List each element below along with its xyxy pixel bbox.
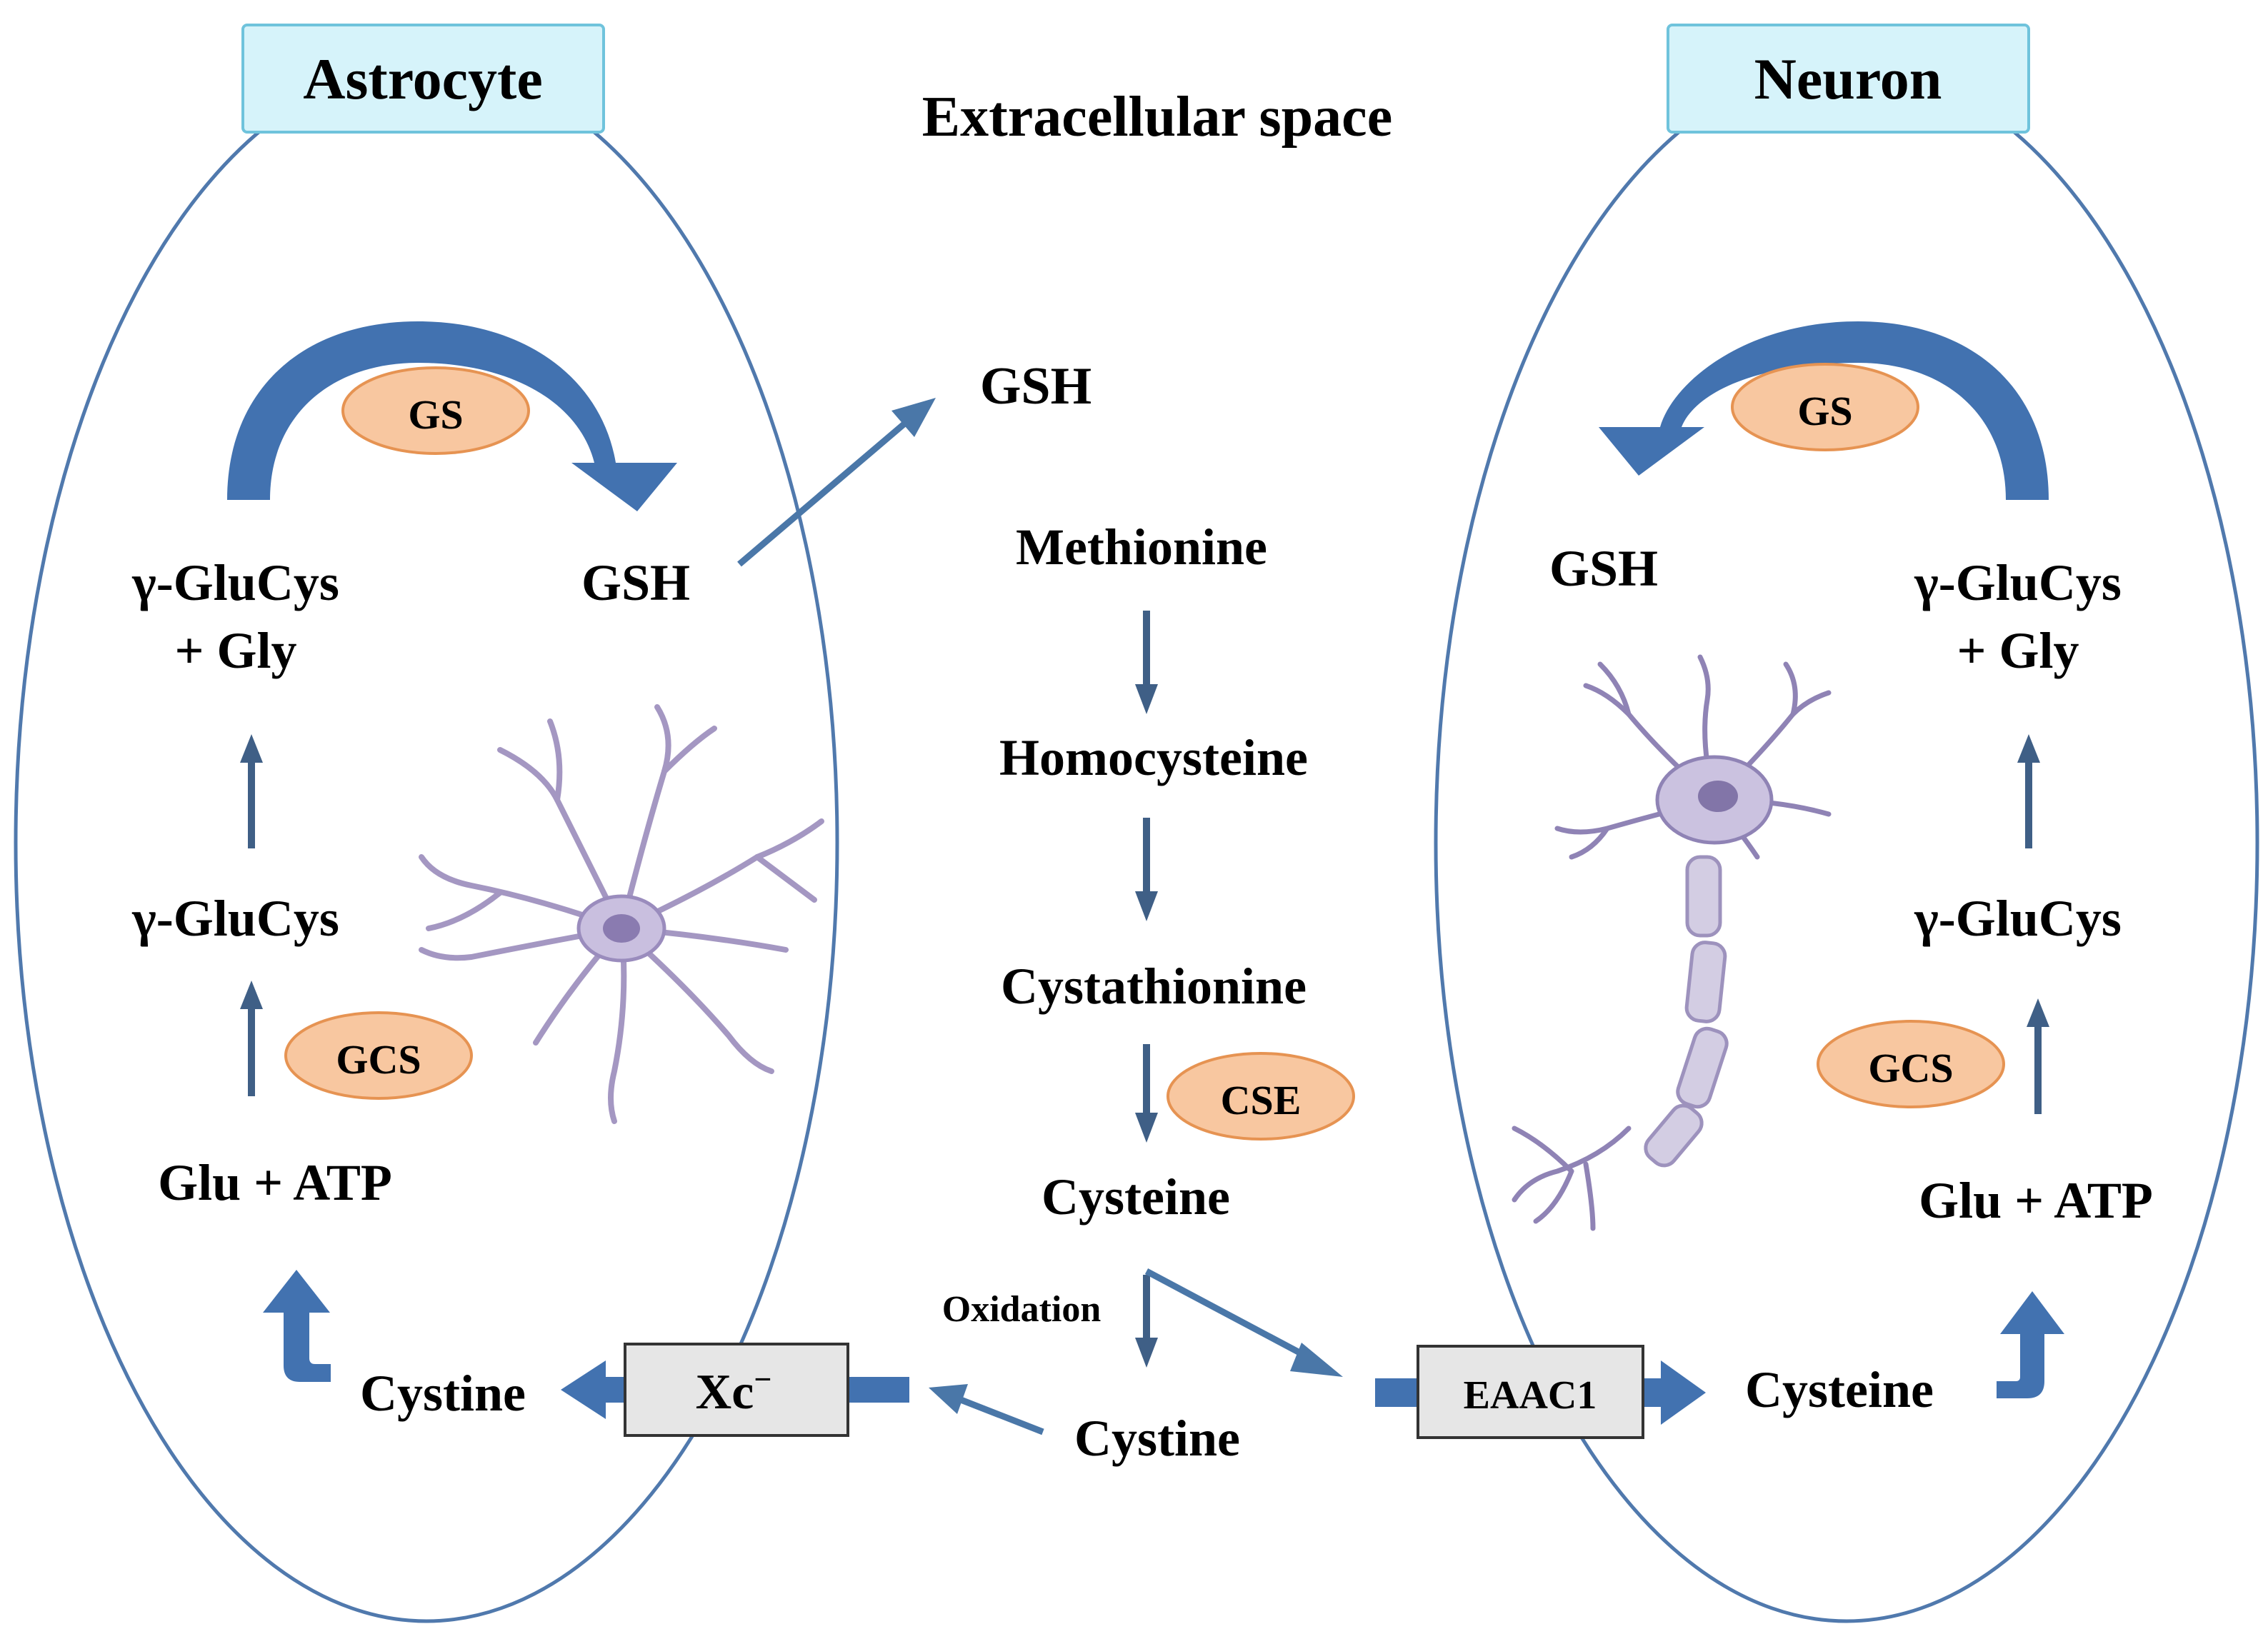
- neuron-gcs-label: GCS: [1868, 1045, 1953, 1091]
- astrocyte-gs-label: GS: [408, 391, 463, 438]
- arrowhead-gsh-export: [891, 398, 936, 437]
- astrocyte-glu-atp: Glu + ATP: [158, 1154, 392, 1211]
- astrocyte-cystine: Cystine: [360, 1365, 526, 1422]
- neuron-nucleus: [1698, 781, 1738, 812]
- extracellular-cystine: Cystine: [1074, 1410, 1240, 1467]
- astrocyte-gcs-label: GCS: [336, 1036, 421, 1083]
- astrocyte-illustration: [419, 704, 824, 1124]
- pathway-methionine: Methionine: [1016, 518, 1267, 576]
- neuron-glucys-gly-line2: + Gly: [1957, 622, 2079, 679]
- astrocyte-arrowhead-1: [240, 734, 263, 763]
- oxidation-label: Oxidation: [942, 1289, 1101, 1330]
- arrow-cystine-to-xc: [959, 1396, 1044, 1435]
- xc-transporter: Xc−: [561, 1343, 909, 1437]
- astrocyte-nucleus: [603, 914, 640, 943]
- astrocyte-gcs-enzyme: GCS: [284, 1011, 473, 1100]
- neuron-glucys-gly-line1: γ-GluCys: [1914, 554, 2122, 611]
- neuron-title-box: Neuron: [1667, 24, 2030, 134]
- pathway-cysteine: Cysteine: [1041, 1168, 1230, 1226]
- astrocyte-arrowhead-2: [240, 981, 263, 1009]
- arrowhead-cysteine-to-eaac1: [1290, 1343, 1343, 1377]
- neuron-gs-label: GS: [1797, 388, 1852, 434]
- xc-export-arrowhead: [561, 1360, 606, 1419]
- arrowhead-methionine: [1135, 684, 1158, 714]
- xc-label-superscript: −: [754, 1362, 771, 1397]
- neuron-glucys: γ-GluCys: [1914, 890, 2122, 947]
- arrowhead-cystathionine: [1135, 1113, 1158, 1143]
- eaac1-import-arrowhead: [1661, 1360, 1706, 1425]
- astrocyte-glucys-gly-line2: + Gly: [174, 622, 296, 679]
- pathway-cystathionine: Cystathionine: [1001, 958, 1307, 1015]
- neuron-arrowhead-1: [2017, 734, 2040, 763]
- xc-label: Xc−: [696, 1362, 772, 1420]
- neuron-gs-curved-arrow: [1599, 321, 2049, 500]
- astrocyte-glucys-gly-line1: γ-GluCys: [131, 554, 339, 611]
- arrow-gsh-export: [737, 418, 909, 567]
- arrowhead-homocysteine: [1135, 891, 1158, 921]
- neuron-cysteine-to-glu-arrow: [1997, 1291, 2064, 1398]
- neuron-glu-atp: Glu + ATP: [1919, 1172, 2153, 1229]
- astrocyte-title: Astrocyte: [303, 46, 542, 111]
- pathway-homocysteine: Homocysteine: [999, 729, 1308, 786]
- eaac1-transporter: EAAC1: [1375, 1345, 1706, 1439]
- arrowhead-oxidation: [1135, 1338, 1158, 1368]
- extracellular-space-title: Extracellular space: [922, 86, 1392, 149]
- astrocyte-gs-curved-arrow: [227, 321, 677, 511]
- arrow-cysteine-to-eaac1: [1144, 1268, 1317, 1363]
- astrocyte-title-box: Astrocyte: [241, 24, 605, 134]
- arrowhead-cystine-to-xc: [929, 1384, 968, 1414]
- extracellular-gsh: GSH: [980, 357, 1091, 416]
- xc-label-main: Xc: [696, 1365, 754, 1420]
- neuron-title: Neuron: [1754, 46, 1942, 111]
- neuron-cysteine: Cysteine: [1745, 1361, 1934, 1418]
- astrocyte-glucys: γ-GluCys: [131, 890, 339, 947]
- eaac1-label: EAAC1: [1464, 1373, 1597, 1418]
- cse-label: CSE: [1221, 1077, 1302, 1123]
- astrocyte-gs-enzyme: GS: [341, 366, 530, 455]
- neuron-gcs-enzyme: GCS: [1817, 1020, 2005, 1108]
- neuron-arrowhead-2: [2027, 998, 2049, 1027]
- neuron-gs-enzyme: GS: [1731, 363, 1919, 451]
- astrocyte-gsh: GSH: [581, 554, 690, 611]
- neuron-axon: [1644, 855, 1729, 1168]
- cse-enzyme: CSE: [1167, 1052, 1355, 1141]
- astrocyte-cystine-to-glu-arrow: [263, 1270, 331, 1382]
- neuron-gsh: GSH: [1549, 540, 1658, 597]
